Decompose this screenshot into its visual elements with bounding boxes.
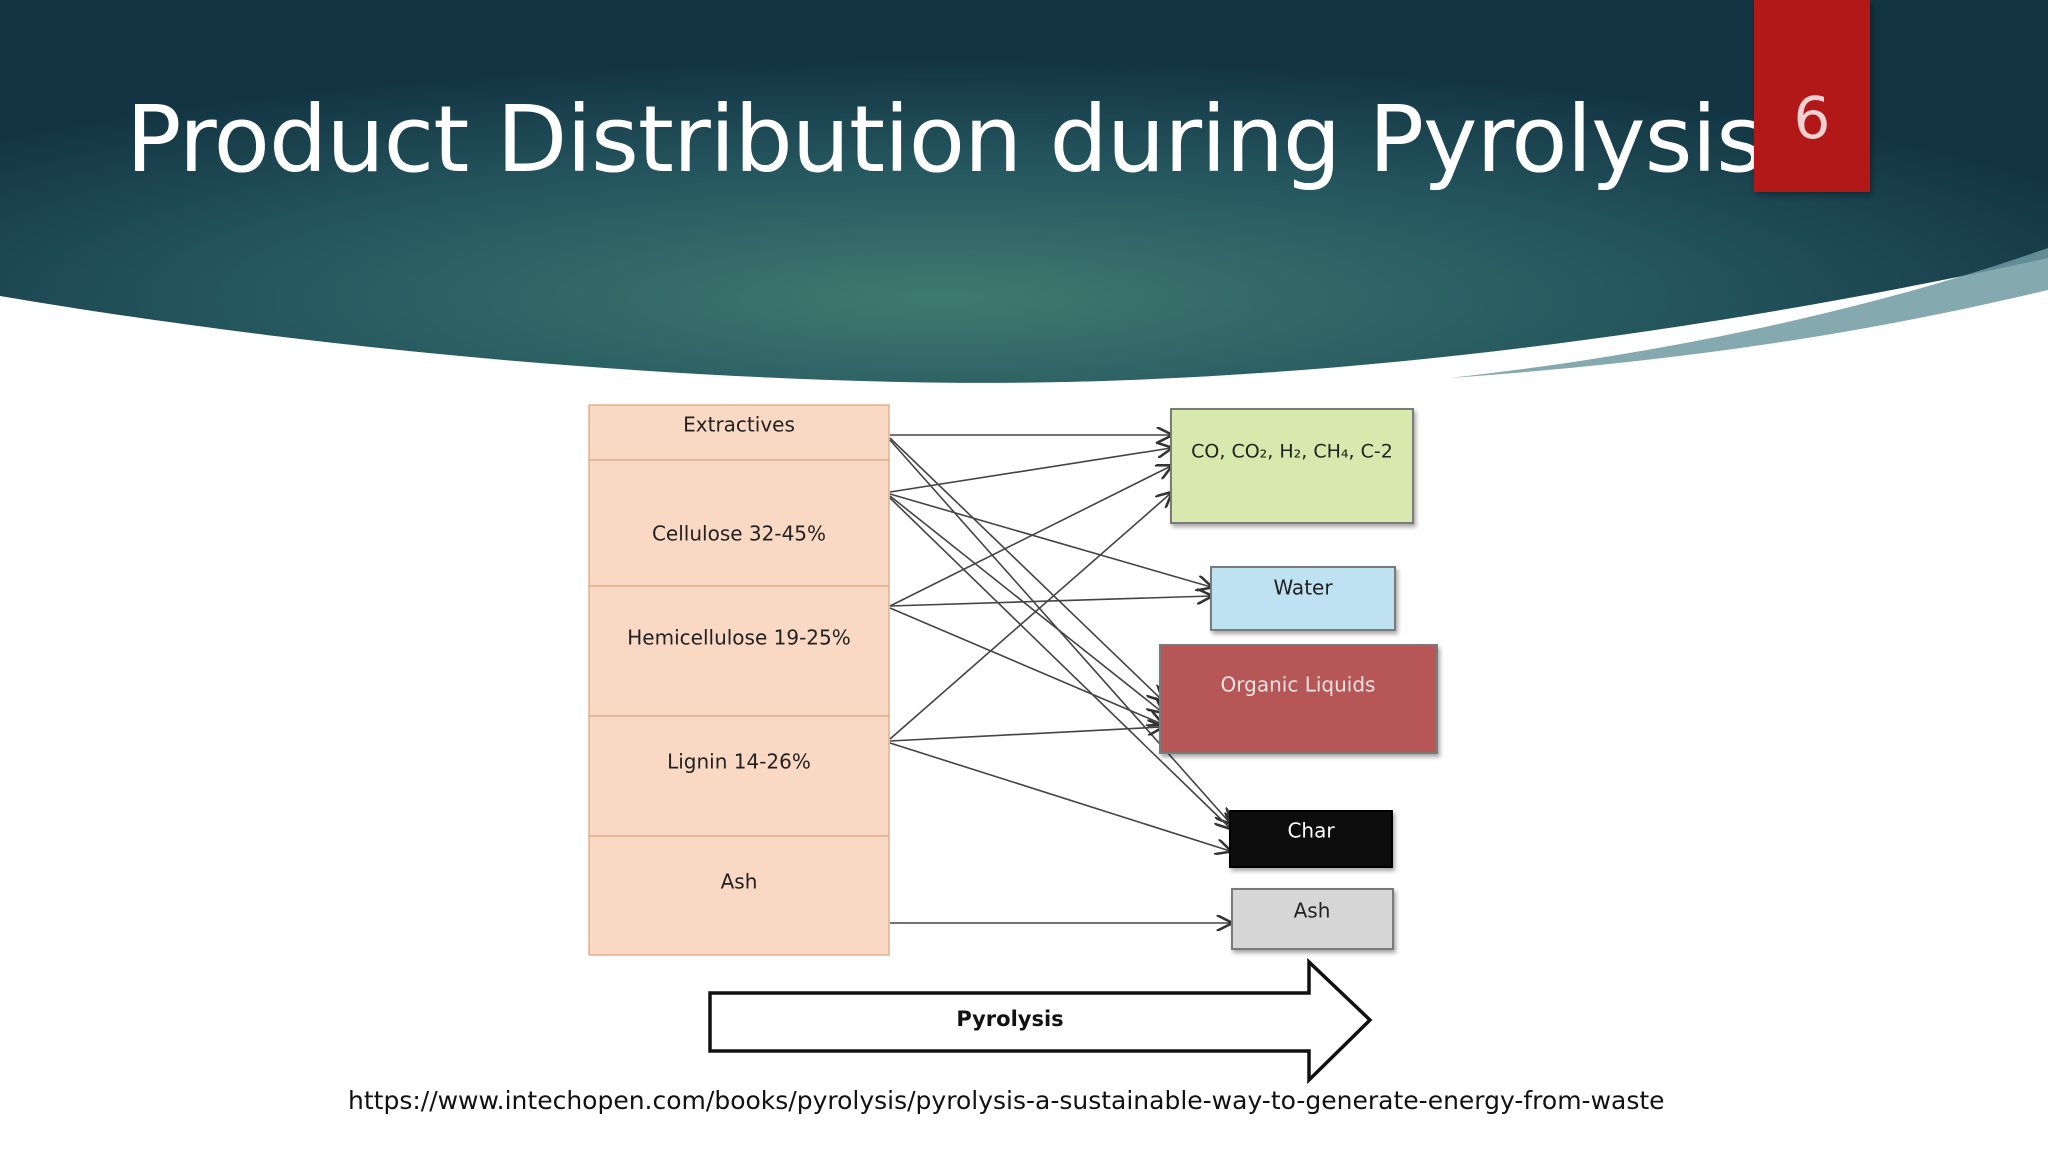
product-ash: Ash — [1231, 888, 1394, 950]
product-water: Water — [1210, 566, 1396, 631]
connector-arrows — [889, 435, 1231, 923]
product-char-label: Char — [1287, 819, 1335, 843]
slide-number-badge: 6 — [1754, 0, 1870, 192]
input-cellulose-label: Cellulose 32-45% — [652, 522, 826, 546]
header-wave-accent — [1450, 248, 2048, 378]
input-cellulose-box — [588, 459, 890, 587]
input-ash-label: Ash — [721, 870, 758, 894]
product-organic-liquids-label: Organic Liquids — [1221, 673, 1376, 697]
arrow-hemicellulose-water — [889, 596, 1211, 607]
product-gases-label: CO, CO₂, H₂, CH₄, C-2 — [1191, 441, 1393, 463]
input-lignin: Lignin 14-26% — [588, 715, 890, 837]
input-ash-box — [588, 835, 890, 956]
input-cellulose: Cellulose 32-45% — [588, 459, 890, 587]
header-background — [0, 0, 2048, 383]
arrow-cellulose-gases — [889, 448, 1171, 493]
input-hemicellulose-box — [588, 585, 890, 717]
product-organic-liquids: Organic Liquids — [1159, 644, 1438, 754]
input-hemicellulose: Hemicellulose 19-25% — [588, 585, 890, 717]
product-column: CO, CO₂, H₂, CH₄, C-2 Water Organic Liqu… — [1159, 408, 1438, 950]
input-extractives-label: Extractives — [683, 413, 795, 437]
arrow-hemicellulose-organic-liquids — [889, 607, 1162, 724]
arrow-cellulose-char — [889, 497, 1230, 828]
product-ash-box — [1231, 888, 1394, 950]
input-hemicellulose-label: Hemicellulose 19-25% — [627, 626, 850, 650]
arrow-lignin-organic-liquids — [889, 727, 1162, 742]
product-gases-box — [1170, 408, 1414, 524]
product-water-label: Water — [1273, 576, 1333, 600]
input-lignin-box — [588, 715, 890, 837]
arrow-cellulose-organic-liquids — [889, 495, 1162, 712]
arrow-lignin-gases — [889, 493, 1171, 740]
arrow-extractives-organic-liquids — [889, 437, 1162, 700]
input-ash: Ash — [588, 835, 890, 956]
arrow-hemicellulose-gases — [889, 466, 1171, 607]
input-extractives: Extractives — [588, 404, 890, 461]
pyrolysis-arrow: Pyrolysis — [708, 957, 1373, 1085]
slide-number: 6 — [1793, 84, 1831, 152]
source-url[interactable]: https://www.intechopen.com/books/pyrolys… — [348, 1086, 1665, 1115]
input-lignin-label: Lignin 14-26% — [667, 750, 811, 774]
product-water-box — [1210, 566, 1396, 631]
pyrolysis-arrow-shape — [708, 957, 1373, 1085]
pyrolysis-arrow-label: Pyrolysis — [956, 1007, 1063, 1031]
header-wave — [0, 0, 2048, 383]
product-organic-liquids-box — [1159, 644, 1438, 754]
product-char-box — [1229, 810, 1393, 868]
product-ash-label: Ash — [1294, 899, 1331, 923]
input-extractives-box — [588, 404, 890, 461]
product-gases: CO, CO₂, H₂, CH₄, C-2 — [1170, 408, 1414, 524]
arrow-lignin-char — [889, 742, 1230, 851]
input-column: Extractives Cellulose 32-45% Hemicellulo… — [588, 404, 890, 956]
slide-title: Product Distribution during Pyrolysis — [126, 86, 1764, 193]
arrow-cellulose-water — [889, 493, 1211, 587]
product-char: Char — [1229, 810, 1393, 868]
